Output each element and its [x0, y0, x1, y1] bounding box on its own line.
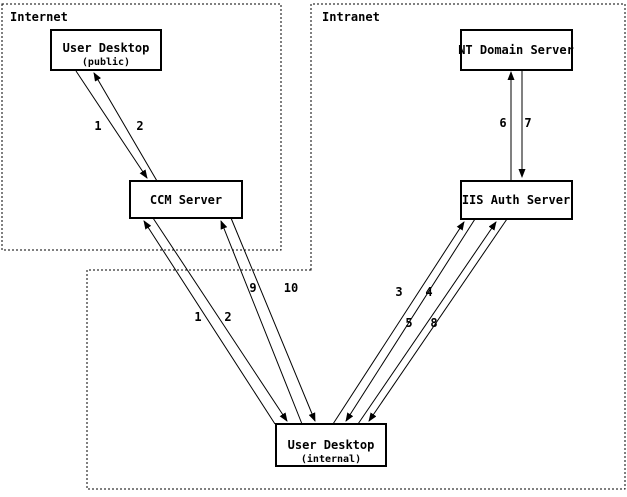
user-desktop-public-sublabel: (public) [82, 56, 130, 68]
flow-label-2-public: 2 [136, 119, 143, 133]
flow-label-3: 3 [395, 285, 402, 299]
arrow-8-iis-to-internal-desktop [368, 218, 508, 422]
flow-label-4: 4 [425, 285, 432, 299]
ccm-server-label: CCM Server [150, 193, 222, 207]
node-nt-domain-server: NT Domain Server [458, 29, 574, 71]
flow-label-10: 10 [284, 281, 298, 295]
nt-domain-server-box [460, 29, 573, 71]
flow-label-5: 5 [405, 316, 412, 330]
intranet-zone-label: Intranet [322, 10, 380, 24]
flow-arrows [75, 70, 526, 425]
flow-label-1-internal: 1 [194, 310, 201, 324]
arrow-5-internal-desktop-to-iis [357, 221, 497, 425]
user-desktop-internal-label: User Desktop [288, 438, 375, 452]
user-desktop-public-box [50, 29, 162, 71]
user-desktop-internal-box [275, 423, 387, 467]
arrow-1-internal-desktop-to-ccm [143, 220, 276, 425]
ccm-server-box [129, 180, 243, 219]
nt-domain-server-label: NT Domain Server [458, 43, 574, 57]
flow-label-7: 7 [524, 116, 531, 130]
node-iis-auth-server: IIS Auth Server [460, 180, 573, 220]
iis-auth-server-box [460, 180, 573, 220]
flow-label-6: 6 [499, 116, 506, 130]
user-desktop-internal-sublabel: (internal) [301, 453, 361, 465]
flow-label-8: 8 [430, 316, 437, 330]
intranet-zone-boundary [86, 3, 626, 490]
user-desktop-public-label: User Desktop [63, 41, 150, 55]
arrow-2-ccm-to-public-desktop [93, 72, 158, 182]
arrow-10-ccm-to-internal-desktop [230, 217, 316, 422]
flow-label-2-internal: 2 [224, 310, 231, 324]
flow-label-1-public: 1 [94, 119, 101, 133]
arrow-9-internal-desktop-to-ccm [220, 220, 303, 425]
arrow-4-iis-to-internal-desktop [345, 218, 476, 422]
arrow-2-ccm-to-internal-desktop [152, 217, 288, 422]
iis-auth-server-label: IIS Auth Server [462, 193, 570, 207]
internet-zone-label: Internet [10, 10, 68, 24]
flow-label-9: 9 [249, 281, 256, 295]
node-ccm-server: CCM Server [129, 180, 243, 219]
arrow-3-internal-desktop-to-iis [332, 221, 465, 425]
flow-labels: 1 2 1 2 9 10 3 4 5 8 6 7 [94, 116, 531, 330]
node-user-desktop-internal: User Desktop (internal) [275, 423, 387, 467]
arrow-1-public-desktop-to-ccm [75, 70, 148, 179]
node-user-desktop-public: User Desktop (public) [50, 29, 162, 71]
internet-zone-boundary [1, 3, 282, 251]
